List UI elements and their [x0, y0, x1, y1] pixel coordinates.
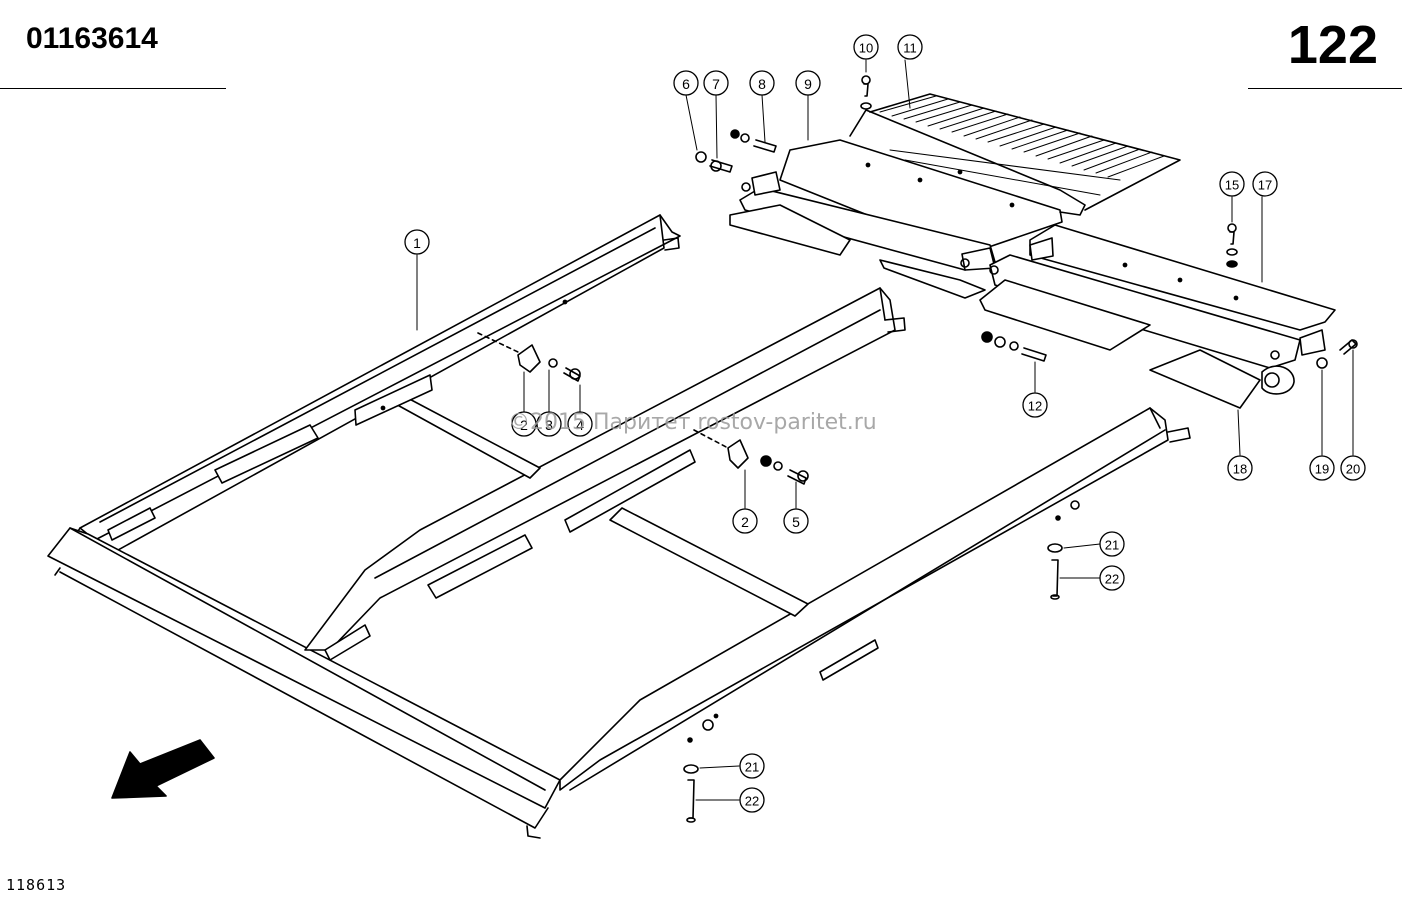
callout-11: 11 [903, 41, 917, 56]
callout-circle-6 [673, 70, 699, 96]
fasteners-left-bracket [477, 332, 809, 485]
callout-circle-10 [853, 34, 879, 60]
callout-circle-15 [1219, 171, 1245, 197]
watermark: ©2015 Паритет rostov-paritet.ru [508, 410, 877, 435]
callout-circle-21b [739, 753, 765, 779]
callout-9: 9 [804, 76, 812, 92]
callout-10: 10 [859, 41, 873, 56]
callout-circle-4 [567, 411, 593, 437]
guide-plate-assembly-left [729, 109, 1086, 299]
callout-1: 1 [413, 235, 421, 251]
callout-12: 12 [1028, 399, 1042, 414]
callout-22a: 22 [1105, 572, 1119, 587]
callout-circle-22a [1099, 565, 1125, 591]
callout-circle-8 [749, 70, 775, 96]
callout-circle-22b [739, 787, 765, 813]
callout-circle-18 [1227, 455, 1253, 481]
callout-20: 20 [1346, 462, 1360, 477]
callout-circle-12 [1022, 392, 1048, 418]
callout-circle-2b [732, 508, 758, 534]
callout-4: 4 [576, 417, 584, 433]
callout-circle-7 [703, 70, 729, 96]
callout-circle-19 [1309, 455, 1335, 481]
guide-plate-assembly-right [979, 224, 1336, 409]
callout-circle-2a [511, 411, 537, 437]
callout-17: 17 [1258, 178, 1272, 193]
part-number: 01163614 [26, 22, 158, 55]
leader-lines [416, 59, 1354, 801]
callout-19: 19 [1315, 462, 1329, 477]
callout-circle-9 [795, 70, 821, 96]
callout-6: 6 [682, 76, 690, 92]
callout-5: 5 [792, 514, 800, 530]
page-number: 122 [1287, 15, 1378, 75]
callout-circle-21a [1099, 531, 1125, 557]
callout-2b: 2 [741, 514, 749, 530]
callout-21a: 21 [1105, 538, 1119, 553]
callout-circle-11 [897, 34, 923, 60]
fasteners-upper [695, 75, 1358, 369]
figure-code: 118613 [6, 876, 67, 894]
callout-circle-1 [404, 229, 430, 255]
callout-15: 15 [1225, 178, 1239, 193]
main-frame [47, 214, 1191, 839]
callout-18: 18 [1233, 462, 1247, 477]
callout-labels: 1 2 3 4 2 5 6 7 8 9 10 11 12 15 17 18 19… [413, 41, 1360, 809]
callout-22b: 22 [745, 794, 759, 809]
callout-21b: 21 [745, 760, 759, 775]
fasteners-lower [683, 543, 1063, 823]
callout-circle-5 [783, 508, 809, 534]
callout-3: 3 [545, 417, 553, 433]
grate-comb [869, 93, 1181, 211]
header-rule-right [1248, 88, 1402, 89]
direction-arrow-icon [111, 739, 215, 799]
callout-circle-20 [1340, 455, 1366, 481]
callout-circles [404, 34, 1366, 813]
callout-circle-3 [536, 411, 562, 437]
callout-circle-17 [1252, 171, 1278, 197]
callout-8: 8 [758, 76, 766, 92]
callout-2a: 2 [520, 417, 528, 433]
callout-7: 7 [712, 76, 720, 92]
header-rule-left [0, 88, 226, 89]
